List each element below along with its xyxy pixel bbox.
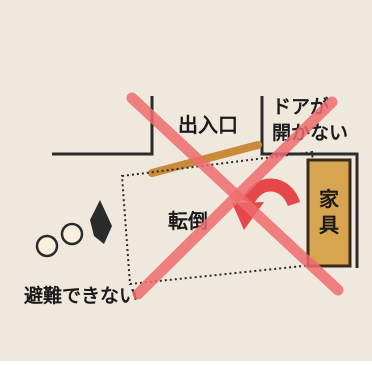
furniture: [306, 158, 352, 268]
cannot-evacuate-label: 避難できない: [24, 284, 138, 307]
people-icon: [35, 222, 84, 258]
cross-mark-icon: [126, 92, 344, 300]
furniture-label-line1: 家: [319, 187, 340, 211]
furniture-label-line2: 具: [319, 213, 339, 237]
arrow-icon: [90, 200, 112, 244]
entrance-label: 出入口: [178, 113, 238, 137]
